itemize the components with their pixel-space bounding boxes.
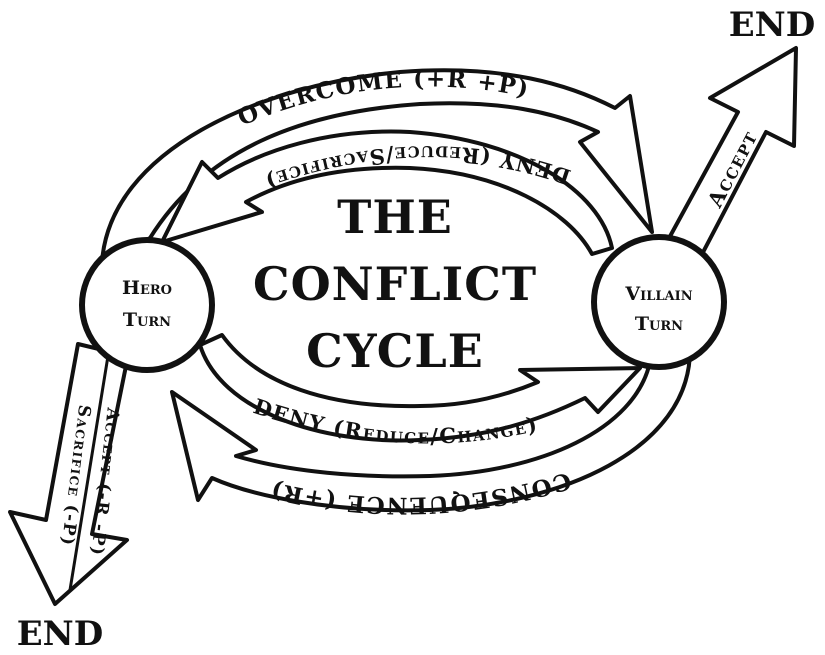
- villain-node-label-line2: Turn: [635, 313, 683, 335]
- hero-node-label-line2: Turn: [123, 309, 171, 331]
- title-line1: THE: [337, 190, 453, 244]
- end-label-bottom-left: END: [17, 614, 103, 654]
- end-label-top-right: END: [729, 5, 815, 45]
- consequence-arrow: [170, 348, 692, 513]
- overcome-arrow: [100, 68, 654, 264]
- deny-top-arrow: [160, 129, 614, 256]
- title-line3: CYCLE: [306, 324, 484, 378]
- villain-turn-node: [591, 234, 727, 370]
- title-line2: CONFLICT: [253, 257, 537, 311]
- villain-node-label-line1: Villain: [624, 283, 692, 305]
- accept-villain-arrow: [666, 46, 798, 260]
- hero-node-label-line1: Hero: [122, 277, 172, 299]
- hero-turn-node: [79, 237, 215, 373]
- hero-exit-divider: [68, 355, 110, 591]
- deny-bottom-arrow: [198, 333, 642, 443]
